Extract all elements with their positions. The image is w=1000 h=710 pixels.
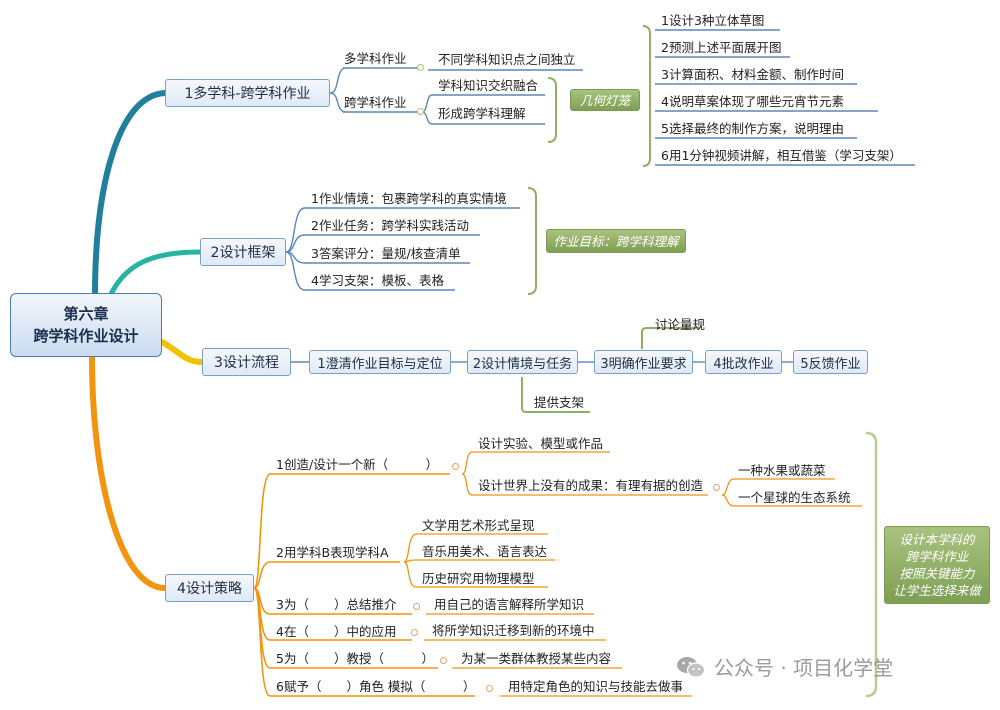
b4-strategy-3: 3为（ ）总结推介 (276, 597, 397, 612)
flow-step-5[interactable]: 5反馈作业 (793, 350, 868, 374)
branch4-design-strategy[interactable]: 4设计策略 (165, 574, 254, 602)
b4-s1-collapse-dot[interactable] (452, 463, 459, 470)
b1-step-6: 6用1分钟视频讲解，相互借鉴（学习支架） (661, 148, 902, 163)
flow-step-1[interactable]: 1澄清作业目标与定位 (309, 350, 451, 374)
b4-strategy-1: 1创造/设计一个新（ ） (276, 457, 439, 472)
flow-note-scaffold: 提供支架 (534, 395, 585, 410)
b1-step-1: 1设计3种立体草图 (661, 13, 765, 28)
b1-k2-leaf-2: 形成跨学科理解 (438, 106, 526, 121)
b4-s1-child-2: 设计世界上没有的成果：有理有据的创造 (478, 478, 704, 493)
b4-strategy-2: 2用学科B表现学科A (276, 545, 389, 560)
b4-strategy-4: 4在（ ）中的应用 (276, 624, 397, 639)
b1-k1-collapse-dot[interactable] (417, 64, 424, 71)
branch2-design-framework[interactable]: 2设计框架 (200, 238, 286, 266)
summary-strategy-line3: 按照关键能力 (899, 566, 975, 581)
b4-s2-child-2: 音乐用美术、语言表达 (422, 544, 548, 559)
b4-s6-collapse-dot[interactable] (486, 685, 493, 692)
flow-step-4[interactable]: 4批改作业 (705, 350, 782, 374)
summary-strategy-line4: 让学生选择来做 (893, 583, 981, 598)
b1-k1-leaf: 不同学科知识点之间独立 (438, 52, 576, 67)
branch3-design-process[interactable]: 3设计流程 (202, 348, 291, 376)
b2-item-2: 2作业任务：跨学科实践活动 (311, 218, 469, 233)
b1-step-3: 3计算面积、材料金额、制作时间 (661, 67, 844, 82)
b4-s2-child-1: 文学用艺术形式呈现 (422, 518, 535, 533)
b1-step-5: 5选择最终的制作方案，说明理由 (661, 121, 844, 136)
watermark-text: 公众号 · 项目化学堂 (714, 656, 894, 680)
flow-step-2[interactable]: 2设计情境与任务 (467, 350, 578, 374)
b4-s3-collapse-dot[interactable] (413, 603, 420, 610)
b2-item-1: 1作业情境：包裹跨学科的真实情境 (311, 191, 507, 206)
b4-s4-collapse-dot[interactable] (411, 629, 418, 636)
b4-s3-leaf: 用自己的语言解释所学知识 (434, 597, 585, 612)
b4-s1-child-1: 设计实验、模型或作品 (478, 436, 604, 451)
b4-s4-leaf: 将所学知识迁移到新的环境中 (432, 623, 595, 638)
b4-s1-example-1: 一种水果或蔬菜 (738, 463, 826, 478)
b4-strategy-6: 6赋予（ ）角色 模拟（ ） (276, 679, 476, 694)
b1-interdisciplinary-homework: 跨学科作业 (344, 95, 407, 110)
summary-homework-goal[interactable]: 作业目标：跨学科理解 (546, 229, 686, 253)
b1-k2-collapse-dot[interactable] (417, 108, 424, 115)
summary-strategy-line2: 跨学科作业 (905, 549, 969, 564)
b4-s2-child-3: 历史研究用物理模型 (422, 571, 535, 586)
root-line1: 第六章 (63, 305, 109, 323)
b4-s5-leaf: 为某一类群体教授某些内容 (461, 651, 612, 666)
b1-multidisciplinary-homework: 多学科作业 (344, 51, 407, 66)
b4-s1-child2-collapse-dot[interactable] (713, 484, 720, 491)
b4-strategy-5: 5为（ ）教授（ ） (276, 651, 434, 666)
b4-s1-example-2: 一个星球的生态系统 (738, 490, 851, 505)
root-node-chapter6[interactable]: 第六章 跨学科作业设计 (10, 293, 162, 357)
wechat-icon (676, 655, 706, 679)
watermark: 公众号 · 项目化学堂 (676, 652, 893, 681)
b2-item-4: 4学习支架：模板、表格 (311, 273, 444, 288)
flow-note-rubric: 讨论量规 (655, 317, 706, 332)
b4-s6-leaf: 用特定角色的知识与技能去做事 (508, 679, 684, 694)
b1-step-2: 2预测上述平面展开图 (661, 40, 782, 55)
flow-step-3[interactable]: 3明确作业要求 (594, 350, 693, 374)
b1-step-4: 4说明草案体现了哪些元宵节元素 (661, 94, 844, 109)
b4-s5-collapse-dot[interactable] (440, 657, 447, 664)
root-line2: 跨学科作业设计 (33, 327, 139, 345)
summary-strategy-line1: 设计本学科的 (899, 532, 975, 547)
b2-item-3: 3答案评分：量规/核查清单 (311, 246, 461, 261)
branch1-multidisciplinary[interactable]: 1多学科-跨学科作业 (165, 79, 330, 107)
b1-k2-leaf-1: 学科知识交织融合 (438, 78, 539, 93)
summary-strategy-note[interactable]: 设计本学科的 跨学科作业 按照关键能力 让学生选择来做 (884, 526, 990, 604)
summary-geometric-lantern[interactable]: 几何灯笼 (570, 89, 640, 111)
